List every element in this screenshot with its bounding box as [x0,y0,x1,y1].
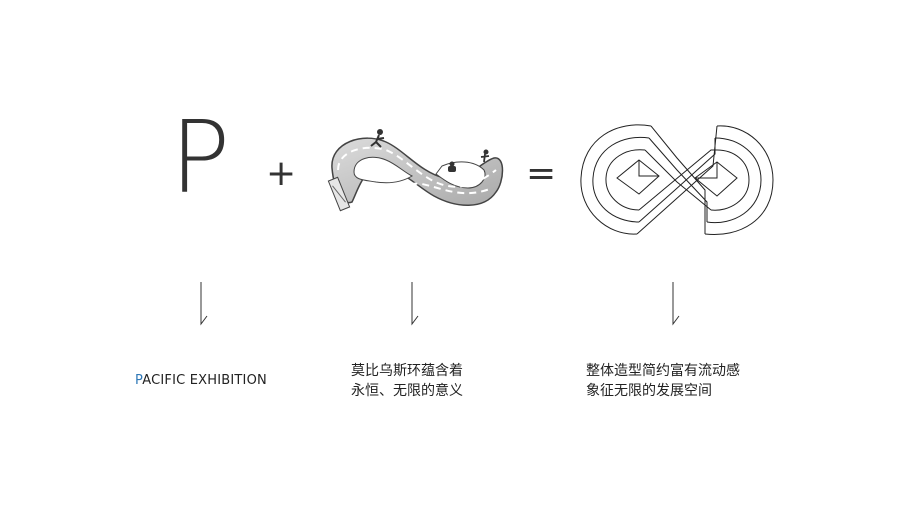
caption-line: 整体造型简约富有流动感 [586,363,740,379]
caption-mobius-meaning: 莫比乌斯环蕴含着 永恒、无限的意义 [351,361,463,401]
caption-line: 象征无限的发展空间 [586,383,712,399]
caption-pacific-exhibition: PACIFIC EXHIBITION [135,371,267,391]
infinity-knot-logo [580,124,774,236]
letter-p: P [170,99,231,216]
equals-sign: = [526,153,557,194]
down-arrow-icon [411,282,419,326]
caption-line: 永恒、无限的意义 [351,383,463,399]
caption-accent-letter: P [135,373,143,388]
down-arrow-icon [672,282,680,326]
down-arrow-icon [200,282,208,326]
mobius-strip-illustration [327,129,504,212]
caption-line: 莫比乌斯环蕴含着 [351,363,463,379]
runner-figure-icon [370,129,385,148]
plus-sign: + [266,153,297,194]
caption-first-rest: ACIFIC EXHIBITION [142,373,267,388]
caption-logo-meaning: 整体造型简约富有流动感 象征无限的发展空间 [586,361,740,401]
